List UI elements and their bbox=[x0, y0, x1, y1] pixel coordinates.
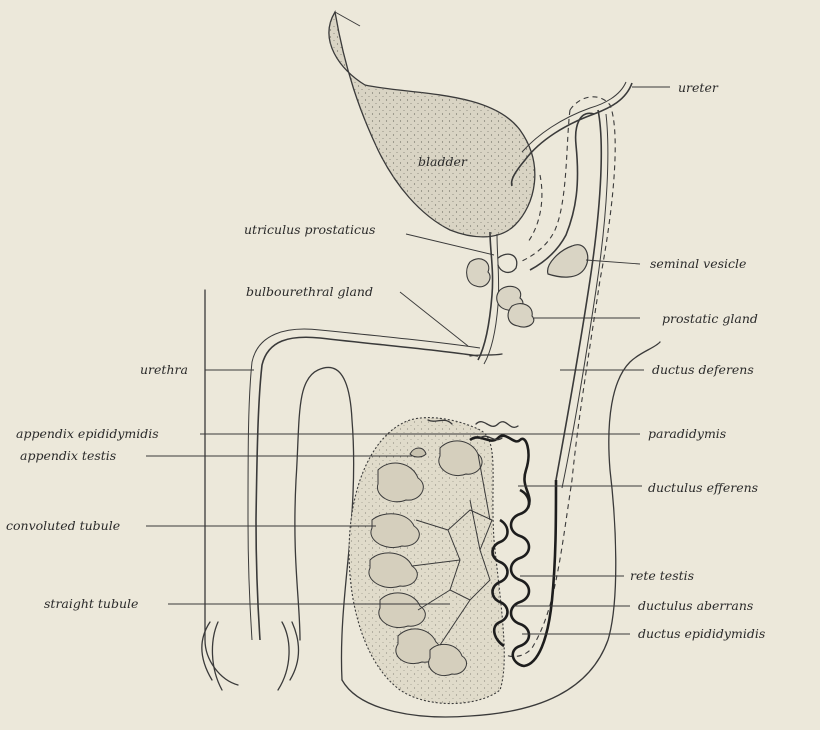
penis-outline-outer bbox=[205, 290, 238, 685]
label-seminal-vesicle: seminal vesicle bbox=[650, 256, 746, 271]
label-appendix-epididymidis: appendix epididymidis bbox=[16, 426, 159, 441]
label-convoluted-tubule: convoluted tubule bbox=[6, 518, 120, 533]
utriculus-shape bbox=[498, 254, 517, 272]
label-straight-tubule: straight tubule bbox=[44, 596, 138, 611]
glans-left bbox=[202, 622, 222, 690]
label-bladder: bladder bbox=[418, 154, 468, 169]
urethra-neck bbox=[478, 232, 493, 360]
label-ductus-epididymidis: ductus epididymidis bbox=[638, 626, 765, 641]
label-ductulus-efferens: ductulus efferens bbox=[648, 480, 758, 495]
label-urethra: urethra bbox=[140, 362, 188, 377]
penis-outline-outer-r bbox=[295, 367, 354, 680]
bladder-apex bbox=[335, 12, 360, 26]
bulbourethral-duct bbox=[470, 354, 502, 356]
label-bulbourethral-gland: bulbourethral gland bbox=[246, 284, 373, 299]
ductus-epididymidis-coils bbox=[511, 480, 556, 666]
label-paradidymis: paradidymis bbox=[648, 426, 726, 441]
label-ureter: ureter bbox=[678, 80, 719, 95]
bladder-stipple bbox=[329, 12, 535, 237]
label-rete-testis: rete testis bbox=[630, 568, 694, 583]
label-utriculus-prostaticus: utriculus prostaticus bbox=[244, 222, 375, 237]
ureter-shape-inner bbox=[522, 82, 626, 152]
label-ductus-deferens: ductus deferens bbox=[652, 362, 754, 377]
label-prostatic-gland: prostatic gland bbox=[662, 311, 758, 326]
glans-right bbox=[278, 622, 299, 690]
label-appendix-testis: appendix testis bbox=[20, 448, 116, 463]
ductus-deferens-left bbox=[530, 113, 594, 270]
seminal-vesicle-shape bbox=[548, 245, 588, 277]
label-ductulus-aberrans: ductulus aberrans bbox=[638, 598, 753, 613]
